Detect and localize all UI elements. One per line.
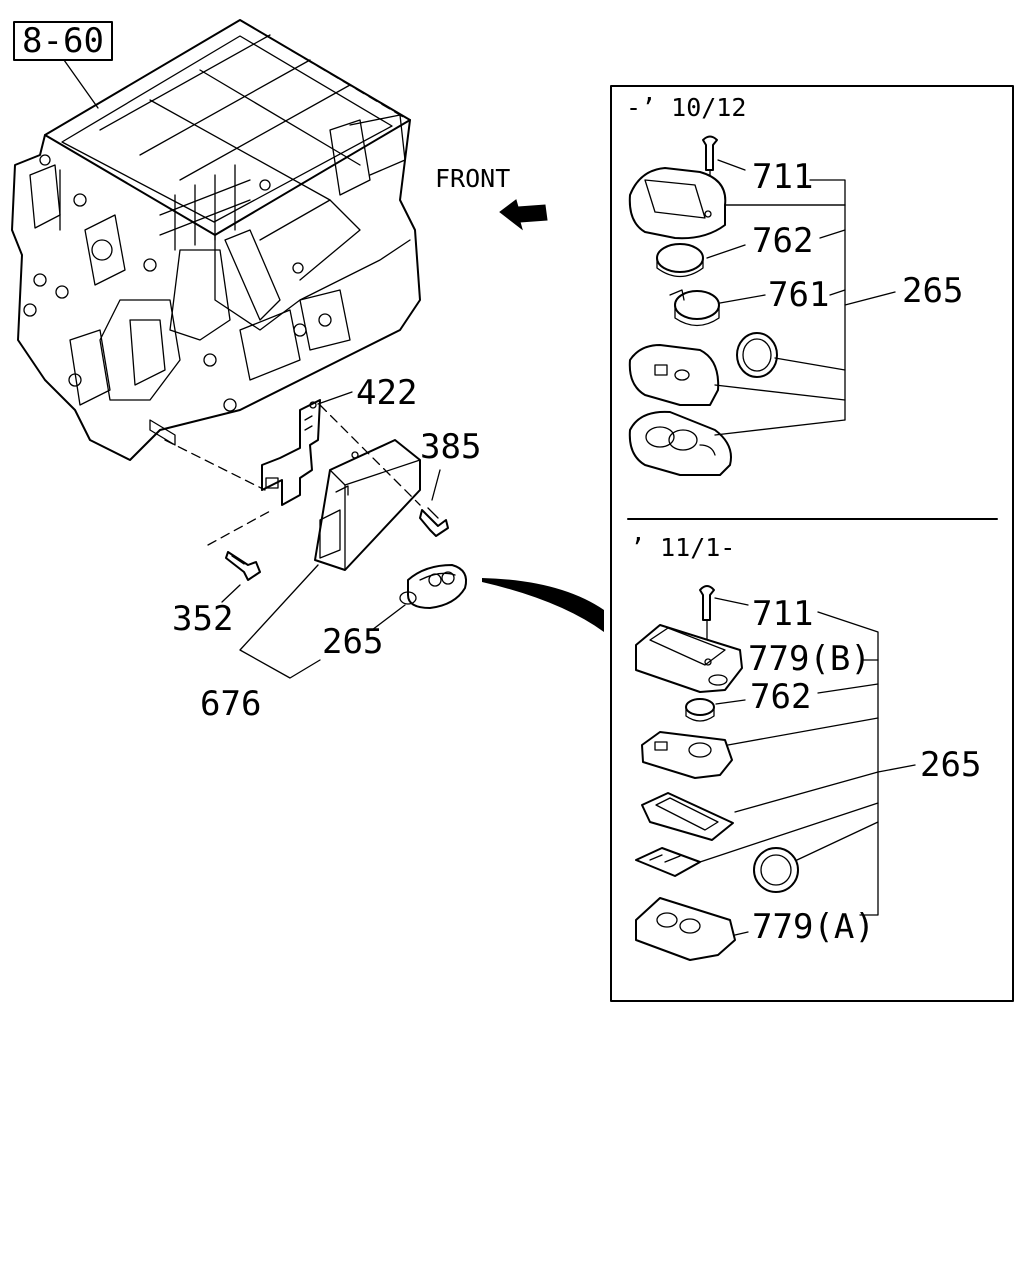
contact-late[interactable] [635,847,701,877]
section-reference[interactable]: 8-60 [13,21,113,109]
key-fob-265[interactable]: 265 [322,564,468,662]
front-label: FRONT [435,164,510,193]
panel-early: -’ 10/12 711 762 761 [626,93,963,476]
detail-panel [610,85,1014,1002]
holder-late[interactable] [641,731,733,779]
front-arrow-icon [499,199,548,231]
detail-pointer [482,578,604,632]
screw-711-late[interactable] [699,585,715,621]
part-779b: 779(B) [748,639,871,679]
bracket-422[interactable]: 422 [261,373,421,506]
part-265-late: 265 [920,745,981,785]
case-779a[interactable] [635,897,736,961]
part-762-early: 762 [752,221,813,261]
range-early: -’ 10/12 [626,93,746,122]
part-779a: 779(A) [752,907,875,947]
screw-352[interactable]: 352 [172,509,273,639]
control-unit-676[interactable] [314,439,421,571]
part-265-early: 265 [902,271,963,311]
battery-762-late[interactable] [685,698,715,716]
cover-top-early[interactable] [628,167,727,240]
part-711-early: 711 [752,157,813,197]
part-761-early: 761 [768,275,829,315]
battery-762-early[interactable] [656,243,704,273]
callout-422: 422 [356,373,417,413]
front-indicator: FRONT [435,164,548,231]
part-762-late: 762 [750,677,811,717]
callout-676: 676 [200,684,261,724]
section-reference-label: 8-60 [22,21,104,61]
leader-676 [239,564,321,679]
callout-265: 265 [322,622,383,662]
bolt-385[interactable]: 385 [419,427,481,537]
callout-352: 352 [172,599,233,639]
part-711-late: 711 [752,594,813,634]
frame-early[interactable] [628,344,720,406]
screw-711-early[interactable] [702,135,718,171]
range-late: ’ 11/1- [630,533,735,562]
case-bottom-early[interactable] [628,410,732,476]
frame-late[interactable] [641,792,734,841]
panel-late: ’ 11/1- 711 779(B) 762 [630,533,981,961]
hvac-unit-drawing [11,19,421,491]
holder-761-early[interactable] [674,290,720,320]
callout-385: 385 [420,427,481,467]
